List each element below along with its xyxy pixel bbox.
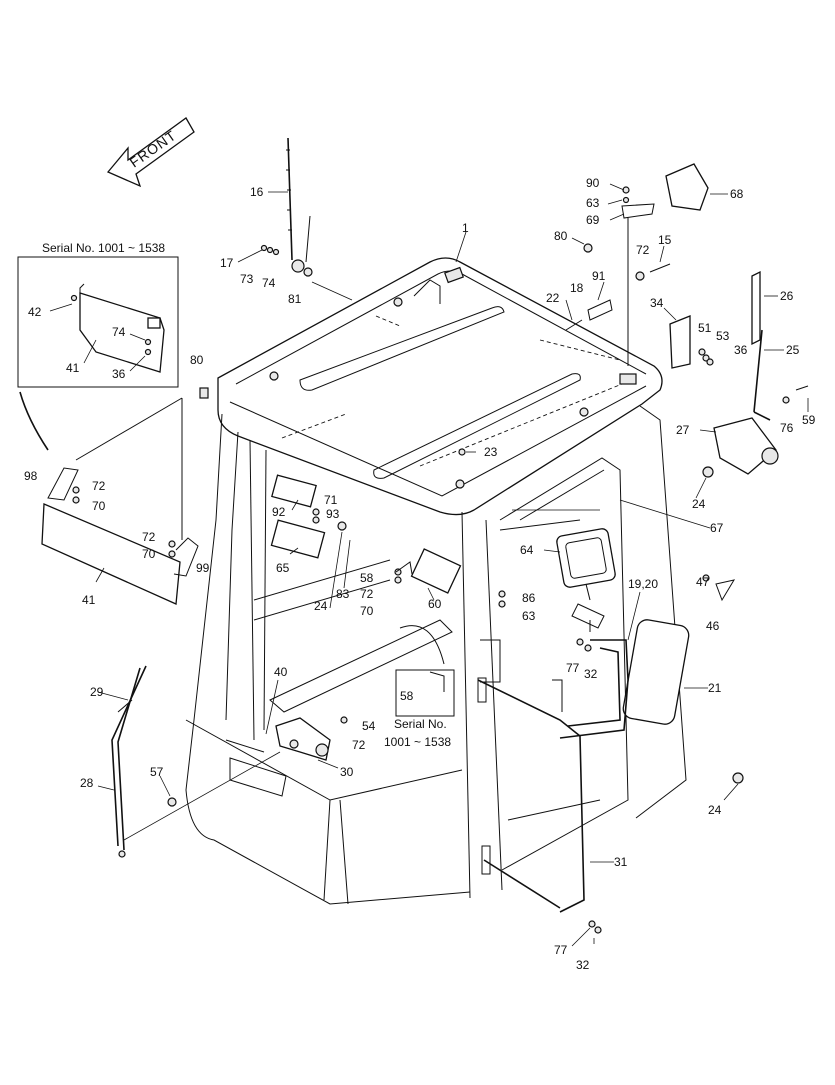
label-42: 42 (28, 305, 42, 319)
label-70c: 70 (360, 604, 374, 618)
label-72e: 72 (352, 738, 366, 752)
work-light (556, 528, 616, 632)
label-59: 59 (802, 413, 816, 427)
label-41b: 41 (82, 593, 96, 607)
label-34: 34 (650, 296, 664, 310)
serial-inset-line2: 1001 ~ 1538 (384, 735, 451, 749)
wiper-motor-front (275, 717, 339, 769)
label-92: 92 (272, 505, 286, 519)
label-25: 25 (786, 343, 800, 357)
label-47: 47 (696, 575, 710, 589)
label-67: 67 (710, 521, 724, 535)
label-46: 46 (706, 619, 720, 633)
label-51: 51 (698, 321, 712, 335)
label-24c: 24 (708, 803, 722, 817)
label-36b: 36 (112, 367, 126, 381)
label-65: 65 (276, 561, 290, 575)
serial-top-label: Serial No. 1001 ~ 1538 (42, 241, 165, 255)
label-77b: 77 (554, 943, 568, 957)
label-91: 91 (592, 269, 606, 283)
label-27: 27 (676, 423, 690, 437)
label-54: 54 (362, 719, 376, 733)
label-63b: 63 (522, 609, 536, 623)
label-81: 81 (288, 292, 302, 306)
label-68: 68 (730, 187, 744, 201)
label-15: 15 (658, 233, 672, 247)
cab-roof (217, 257, 663, 516)
label-22: 22 (546, 291, 560, 305)
antenna (260, 137, 353, 301)
handrail (477, 677, 585, 913)
sunscreen-assembly (41, 397, 199, 605)
label-76: 76 (780, 421, 794, 435)
label-83: 83 (336, 587, 350, 601)
label-31: 31 (614, 855, 628, 869)
label-32b: 32 (576, 958, 590, 972)
label-16: 16 (250, 185, 264, 199)
front-wiper (111, 665, 177, 858)
label-90: 90 (586, 176, 600, 190)
label-99: 99 (196, 561, 210, 575)
label-1: 1 (462, 221, 469, 235)
label-80a: 80 (554, 229, 568, 243)
label-74b: 74 (112, 325, 126, 339)
label-64: 64 (520, 543, 534, 557)
label-21: 21 (708, 681, 722, 695)
serial-inset-box (395, 669, 455, 717)
label-77a: 77 (566, 661, 580, 675)
label-58b: 58 (400, 689, 414, 703)
label-72c: 72 (142, 530, 156, 544)
label-74a: 74 (262, 276, 276, 290)
label-72a: 72 (636, 243, 650, 257)
label-24a: 24 (692, 497, 706, 511)
label-41a: 41 (66, 361, 80, 375)
label-26: 26 (780, 289, 794, 303)
label-28: 28 (80, 776, 94, 790)
label-70b: 70 (142, 547, 156, 561)
label-40: 40 (274, 665, 288, 679)
label-53: 53 (716, 329, 730, 343)
label-18: 18 (570, 281, 584, 295)
label-73: 73 (240, 272, 254, 286)
label-63a: 63 (586, 196, 600, 210)
label-72d: 72 (360, 587, 374, 601)
label-57: 57 (150, 765, 164, 779)
label-36a: 36 (734, 343, 748, 357)
mirror (480, 619, 690, 739)
label-86: 86 (522, 591, 536, 605)
label-24b: 24 (314, 599, 328, 613)
label-70a: 70 (92, 499, 106, 513)
label-72b: 72 (92, 479, 106, 493)
serial-inset-top: Serial No. 1001 ~ 1538 (17, 241, 179, 451)
label-23: 23 (484, 445, 498, 459)
label-58a: 58 (360, 571, 374, 585)
label-30: 30 (340, 765, 354, 779)
leader-lines (97, 183, 809, 947)
front-arrow: FRONT (106, 117, 195, 188)
serial-inset-line1: Serial No. (394, 717, 447, 731)
label-71: 71 (324, 493, 338, 507)
label-29: 29 (90, 685, 104, 699)
label-60: 60 (428, 597, 442, 611)
label-1920: 19,20 (628, 577, 658, 591)
label-69: 69 (586, 213, 600, 227)
cab-body (185, 405, 687, 905)
label-80b: 80 (190, 353, 204, 367)
rear-wiper (713, 270, 809, 475)
label-98: 98 (24, 469, 38, 483)
hardware (199, 263, 744, 934)
part-labels: 1 16 17 73 74 81 90 63 69 68 80 72 15 91… (24, 176, 816, 972)
label-17: 17 (220, 256, 234, 270)
label-32a: 32 (584, 667, 598, 681)
label-93: 93 (326, 507, 340, 521)
